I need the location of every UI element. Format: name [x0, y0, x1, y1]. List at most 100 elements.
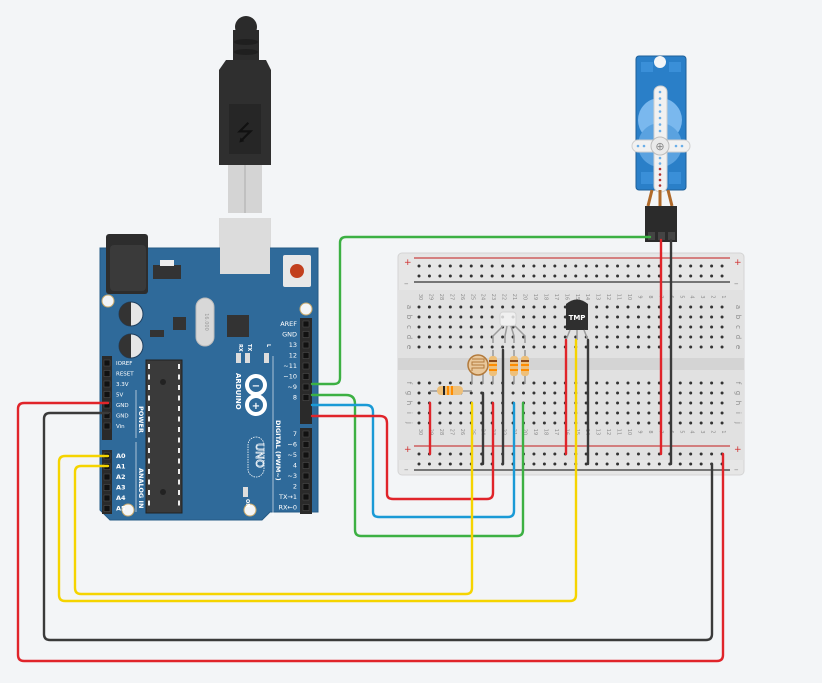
breadboard-hole[interactable]	[563, 335, 567, 339]
breadboard-hole[interactable]	[678, 391, 682, 395]
breadboard-hole[interactable]	[605, 381, 609, 385]
breadboard-hole[interactable]	[417, 305, 421, 309]
rail-hole[interactable]	[490, 274, 494, 278]
breadboard-hole[interactable]	[417, 335, 421, 339]
breadboard-hole[interactable]	[459, 315, 463, 319]
breadboard[interactable]: + + – – + + – – 303029292828272726262525…	[397, 252, 745, 476]
resistor[interactable]	[521, 350, 529, 384]
breadboard-hole[interactable]	[459, 305, 463, 309]
breadboard-hole[interactable]	[626, 401, 630, 405]
breadboard-hole[interactable]	[542, 335, 546, 339]
breadboard-hole[interactable]	[469, 305, 473, 309]
rail-hole[interactable]	[595, 274, 599, 278]
rail-hole[interactable]	[616, 452, 620, 456]
rail-hole[interactable]	[595, 452, 599, 456]
breadboard-hole[interactable]	[532, 325, 536, 329]
rail-hole[interactable]	[501, 264, 505, 268]
breadboard-hole[interactable]	[595, 391, 599, 395]
breadboard-hole[interactable]	[626, 315, 630, 319]
breadboard-hole[interactable]	[522, 315, 525, 319]
breadboard-hole[interactable]	[699, 421, 703, 425]
breadboard-hole[interactable]	[438, 381, 442, 385]
breadboard-hole[interactable]	[605, 411, 609, 415]
breadboard-hole[interactable]	[480, 325, 484, 329]
header-pin[interactable]	[302, 430, 310, 438]
rail-hole[interactable]	[532, 274, 536, 278]
rail-hole[interactable]	[511, 274, 515, 278]
breadboard-hole[interactable]	[710, 391, 714, 395]
breadboard-hole[interactable]	[438, 305, 442, 309]
header-pin[interactable]	[302, 373, 310, 380]
rgb-led[interactable]	[492, 311, 526, 343]
breadboard-hole[interactable]	[417, 381, 421, 385]
breadboard-hole[interactable]	[480, 345, 484, 349]
rail-hole[interactable]	[626, 264, 630, 268]
breadboard-hole[interactable]	[438, 411, 442, 415]
breadboard-hole[interactable]	[710, 315, 714, 319]
rail-hole[interactable]	[689, 274, 693, 278]
rail-hole[interactable]	[678, 462, 682, 466]
breadboard-hole[interactable]	[699, 315, 703, 319]
breadboard-hole[interactable]	[553, 391, 557, 395]
breadboard-hole[interactable]	[616, 325, 620, 329]
rail-hole[interactable]	[636, 274, 640, 278]
rail-hole[interactable]	[532, 452, 536, 456]
wire-5v[interactable]	[16, 401, 725, 663]
header-pin[interactable]	[103, 422, 111, 430]
breadboard-hole[interactable]	[595, 411, 599, 415]
breadboard-hole[interactable]	[511, 345, 515, 349]
breadboard-hole[interactable]	[699, 401, 703, 405]
breadboard-hole[interactable]	[532, 315, 536, 319]
breadboard-hole[interactable]	[469, 335, 473, 339]
breadboard-hole[interactable]	[438, 401, 442, 405]
breadboard-hole[interactable]	[542, 381, 546, 385]
breadboard-hole[interactable]	[417, 345, 421, 349]
breadboard-hole[interactable]	[522, 325, 525, 329]
resistor[interactable]	[430, 386, 472, 395]
breadboard-hole[interactable]	[448, 411, 452, 415]
breadboard-hole[interactable]	[710, 345, 714, 349]
header-pin[interactable]	[302, 451, 310, 459]
header-pin[interactable]	[302, 341, 310, 349]
breadboard-hole[interactable]	[678, 305, 682, 309]
breadboard-hole[interactable]	[542, 421, 546, 425]
rail-hole[interactable]	[542, 452, 546, 456]
breadboard-hole[interactable]	[626, 381, 630, 385]
breadboard-hole[interactable]	[720, 305, 724, 309]
breadboard-hole[interactable]	[710, 335, 714, 339]
rail-hole[interactable]	[563, 462, 567, 466]
rail-hole[interactable]	[647, 462, 651, 466]
breadboard-hole[interactable]	[532, 335, 536, 339]
breadboard-hole[interactable]	[626, 391, 630, 395]
breadboard-hole[interactable]	[605, 305, 609, 309]
breadboard-hole[interactable]	[689, 325, 693, 329]
breadboard-hole[interactable]	[699, 305, 703, 309]
breadboard-hole[interactable]	[490, 315, 494, 319]
rail-hole[interactable]	[710, 452, 714, 456]
rail-hole[interactable]	[480, 274, 484, 278]
breadboard-hole[interactable]	[522, 305, 525, 309]
wire-a1[interactable]	[73, 401, 474, 596]
breadboard-hole[interactable]	[616, 315, 620, 319]
resistor[interactable]	[489, 350, 497, 384]
breadboard-hole[interactable]	[720, 381, 724, 385]
rail-hole[interactable]	[626, 452, 630, 456]
breadboard-hole[interactable]	[448, 421, 452, 425]
header-pin[interactable]	[103, 494, 111, 502]
breadboard-hole[interactable]	[636, 335, 640, 339]
rail-hole[interactable]	[689, 462, 693, 466]
breadboard-hole[interactable]	[647, 381, 651, 385]
rail-hole[interactable]	[417, 452, 421, 456]
breadboard-hole[interactable]	[553, 335, 557, 339]
breadboard-hole[interactable]	[542, 411, 546, 415]
rail-hole[interactable]	[626, 274, 630, 278]
rail-hole[interactable]	[542, 264, 546, 268]
rail-hole[interactable]	[626, 462, 630, 466]
breadboard-hole[interactable]	[542, 401, 546, 405]
breadboard-hole[interactable]	[605, 345, 609, 349]
rail-hole[interactable]	[720, 264, 724, 268]
breadboard-hole[interactable]	[501, 345, 505, 349]
breadboard-hole[interactable]	[636, 305, 640, 309]
breadboard-hole[interactable]	[710, 305, 714, 309]
